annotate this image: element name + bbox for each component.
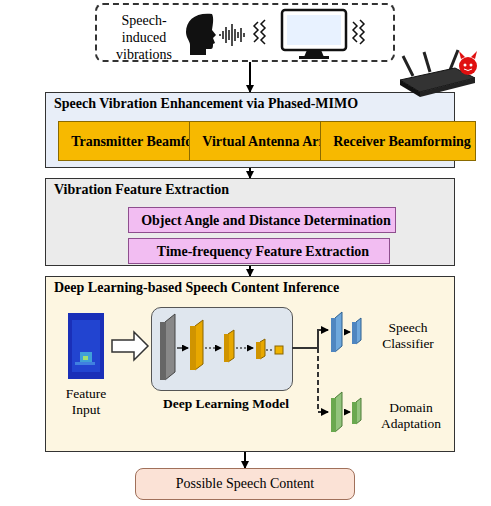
flow-arrow bbox=[249, 62, 251, 92]
flow-arrow bbox=[244, 452, 246, 468]
box-label: Receiver Beamforming bbox=[325, 131, 471, 150]
panel-heading: Vibration Feature Extraction bbox=[46, 179, 454, 198]
process-box: Time-frequency Feature Extraction bbox=[128, 238, 390, 264]
box-label: Possible Speech Content bbox=[176, 476, 314, 492]
panel-heading: Speech Vibration Enhancement via Phased-… bbox=[46, 93, 454, 112]
router-icon bbox=[400, 50, 477, 97]
box-label: Virtual Antenna Array bbox=[194, 131, 338, 150]
spectrogram-image bbox=[68, 313, 104, 379]
model-box: Deep Learning Model bbox=[151, 307, 293, 391]
box-label: Object Angle and Distance Determination bbox=[133, 210, 391, 229]
stage-panel: Speech Vibration Enhancement via Phased-… bbox=[45, 92, 455, 168]
classifier-icon bbox=[331, 312, 361, 352]
input-box: Speech-induced vibrations bbox=[95, 3, 395, 62]
monitor-icon bbox=[282, 10, 346, 59]
process-box: Object Angle and Distance Determination bbox=[128, 207, 396, 233]
component-label: Domain Adaptation bbox=[368, 400, 454, 431]
component-label: Speech Classifier bbox=[368, 320, 448, 351]
box-label: Time-frequency Feature Extraction bbox=[149, 241, 369, 260]
process-box: Receiver Beamforming bbox=[320, 121, 476, 161]
panel-heading: Deep Learning-based Speech Content Infer… bbox=[46, 277, 454, 296]
box-label: Speech-induced vibrations bbox=[105, 13, 183, 63]
head-icon bbox=[186, 14, 216, 55]
box-label: Deep Learning Model bbox=[155, 393, 289, 412]
branch-arrows bbox=[292, 330, 328, 412]
sound-wave bbox=[220, 24, 244, 46]
component-label: Feature Input bbox=[50, 386, 122, 417]
flow-arrow bbox=[249, 266, 251, 276]
adaptation-icon bbox=[331, 392, 361, 432]
stage-panel: Vibration Feature ExtractionObject Angle… bbox=[45, 178, 455, 266]
process-box: Possible Speech Content bbox=[135, 468, 355, 500]
flow-arrow bbox=[249, 168, 251, 178]
hollow-arrow bbox=[112, 332, 148, 360]
vibration-marks bbox=[254, 20, 364, 44]
cnn-layers bbox=[160, 314, 283, 380]
